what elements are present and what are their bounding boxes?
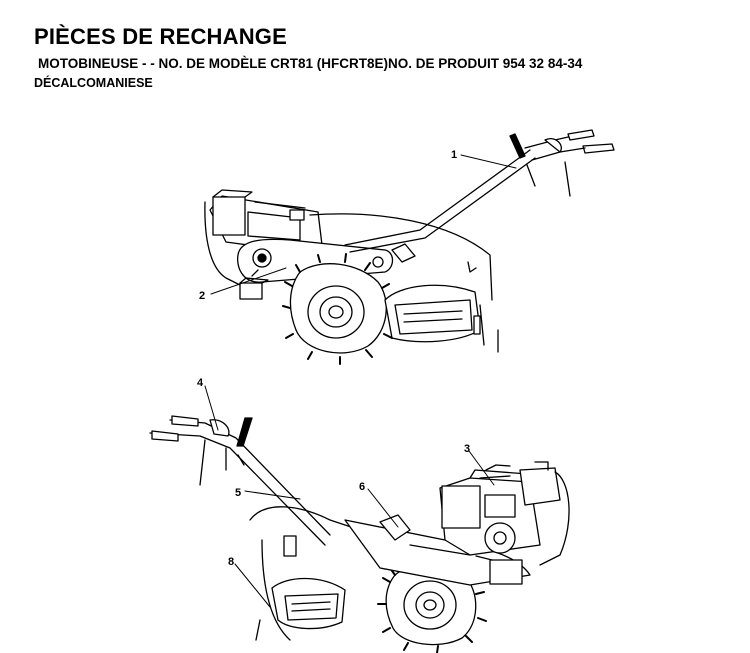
callout-3: 3 <box>464 443 470 455</box>
callout-6: 6 <box>359 481 365 493</box>
page-title: PIÈCES DE RECHANGE <box>34 24 287 49</box>
callout-numbers: 1 2 3 4 5 6 8 <box>197 149 470 568</box>
callout-1: 1 <box>451 149 457 161</box>
section-title: DÉCALCOMANIESE <box>34 76 153 90</box>
callout-4: 4 <box>197 377 204 389</box>
callout-8: 8 <box>228 556 234 568</box>
callout-leaders <box>204 154 517 608</box>
model-line: MOTOBINEUSE - - NO. DE MODÈLE CRT81 (HFC… <box>38 56 583 71</box>
tiller-illustration-bottom <box>149 415 570 653</box>
callout-2: 2 <box>199 290 205 302</box>
callout-5: 5 <box>235 487 241 499</box>
tiller-illustration-top <box>204 129 615 365</box>
